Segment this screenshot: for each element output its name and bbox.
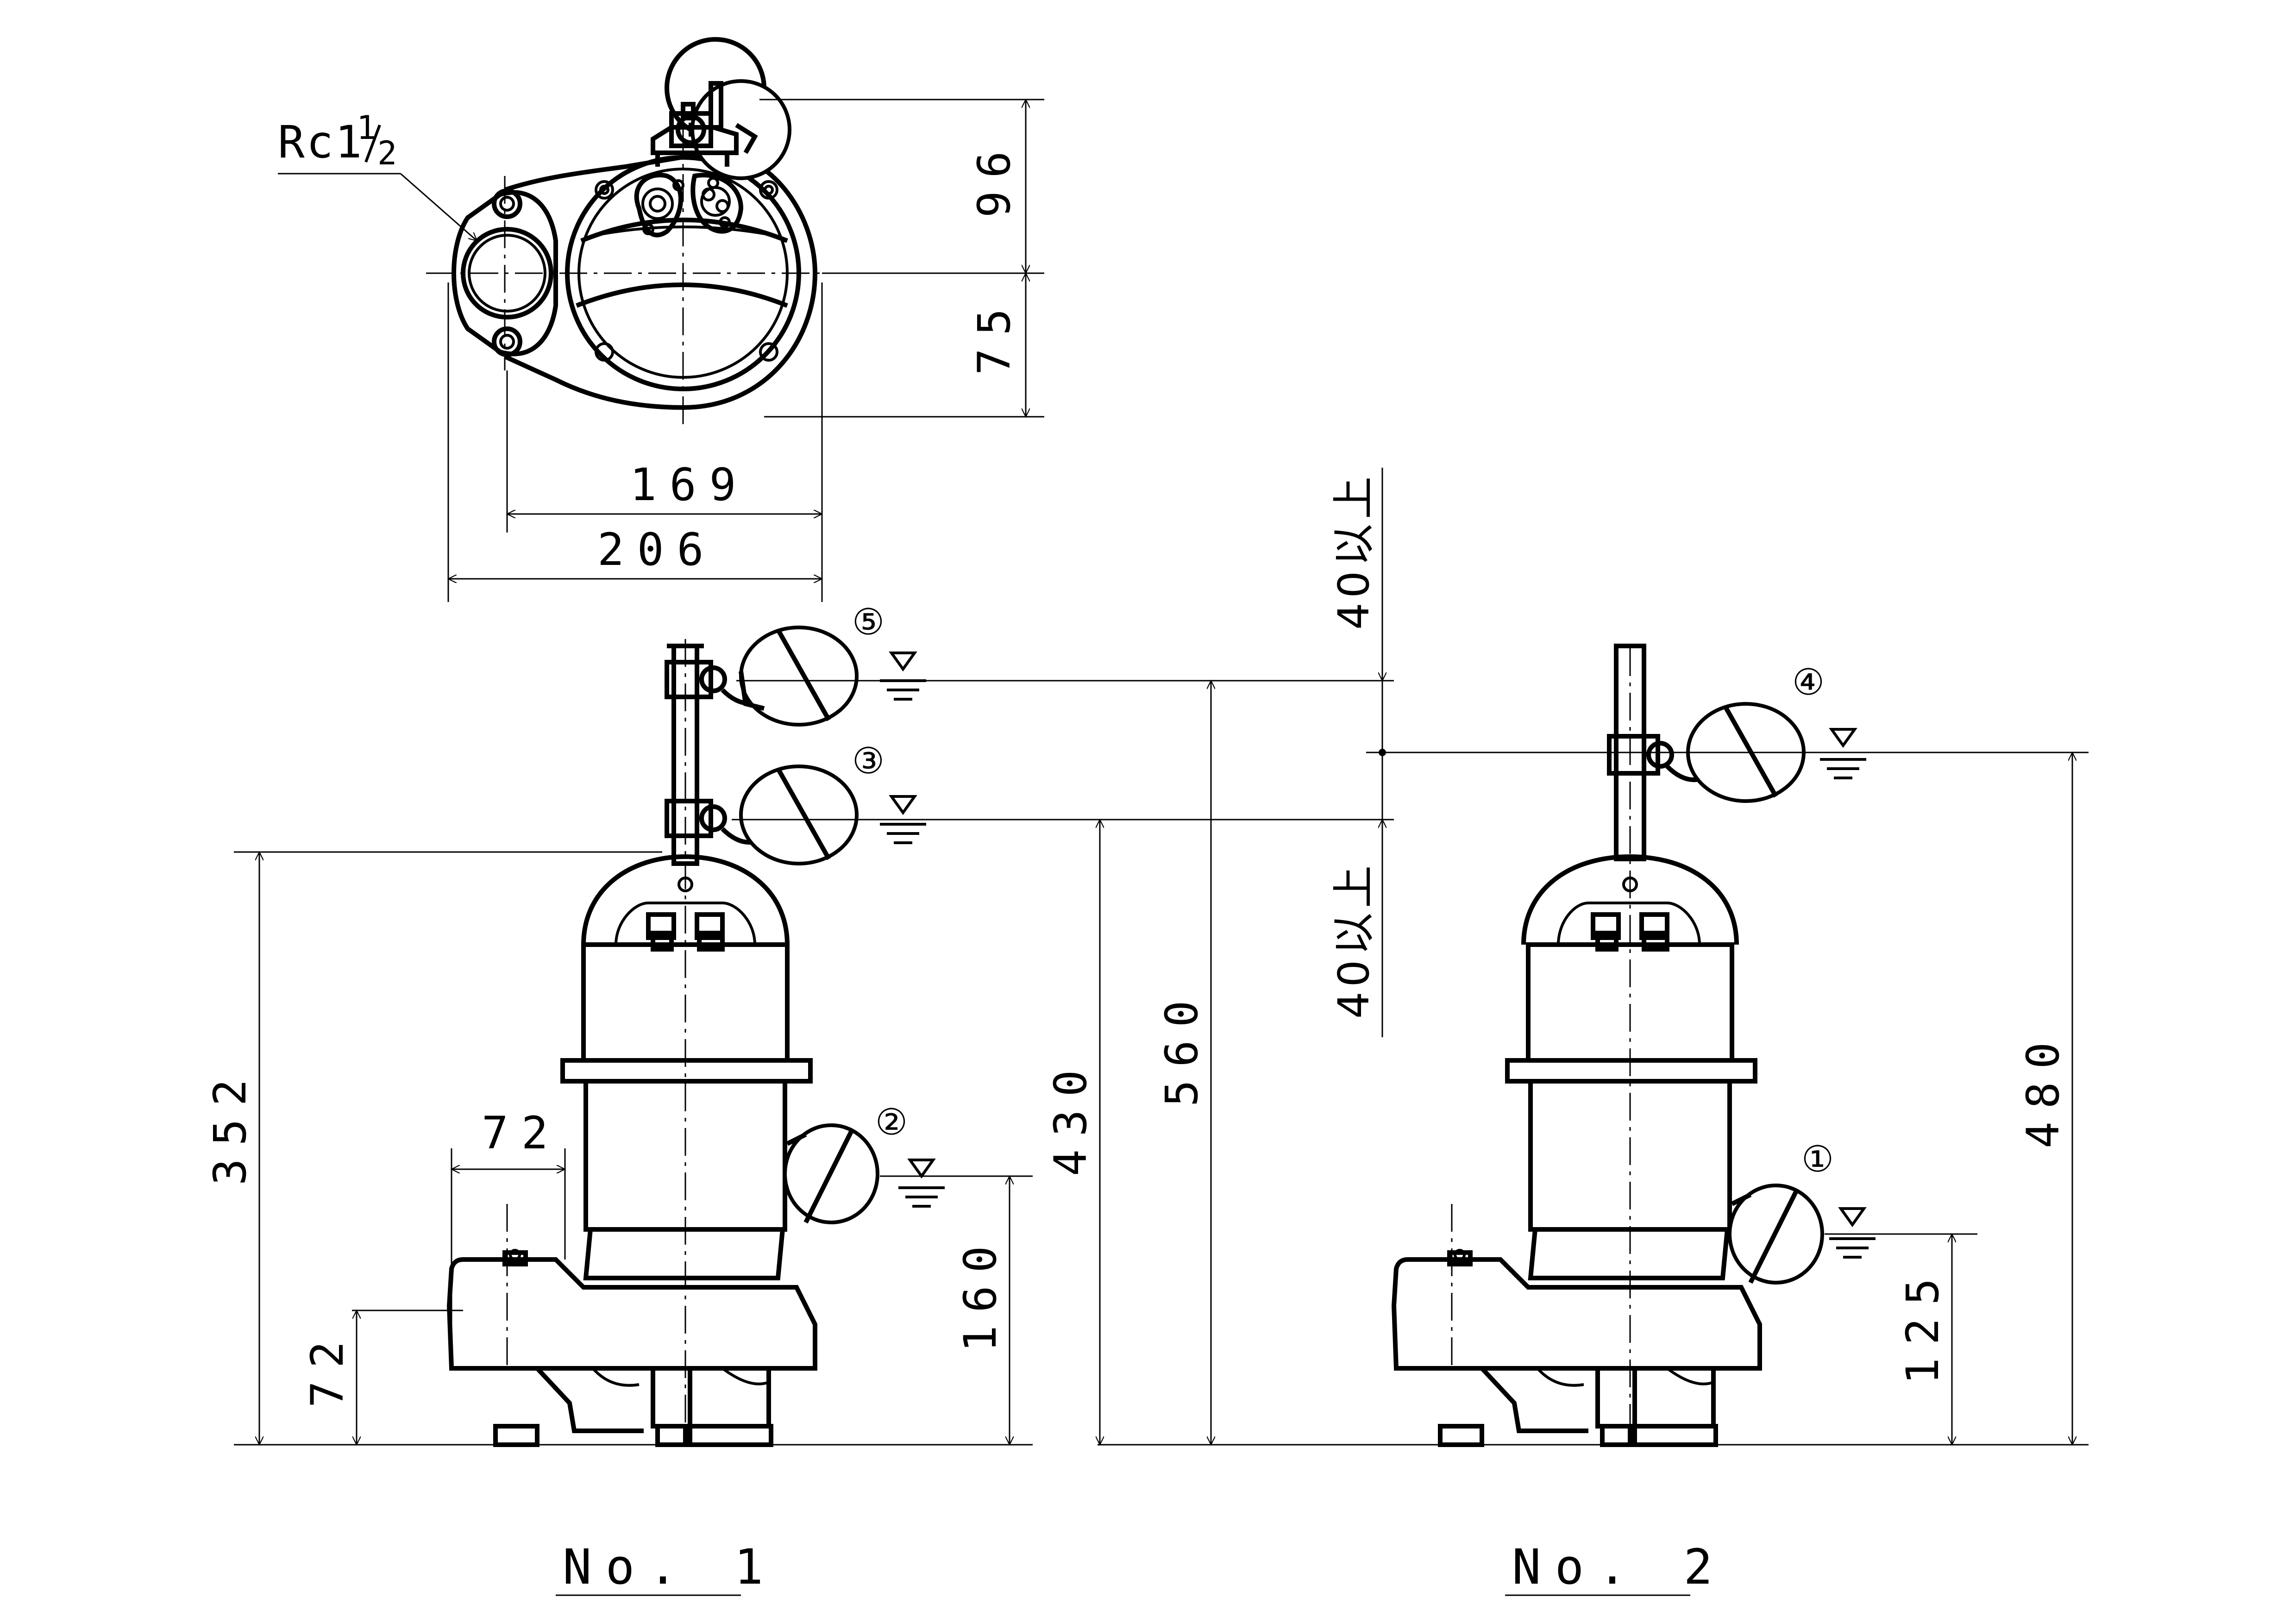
top-view: Rc1 1 2 96 75 169 206 — [278, 37, 1044, 602]
dim-no1-foot-height-72: 72 — [301, 1328, 353, 1408]
thread-fraction-denominator: 2 — [377, 134, 397, 172]
marker-label-2: ② — [875, 1102, 908, 1143]
dim-no2-480: 480 — [2017, 1029, 2069, 1148]
float-switch-1 — [1728, 1184, 1824, 1285]
water-level-marker-5: ⑤ — [852, 602, 926, 701]
dim-no1-160: 160 — [954, 1233, 1006, 1352]
thread-size-label: Rc1 — [278, 116, 364, 168]
dim-top-75: 75 — [968, 295, 1020, 375]
pump-no2-view: 40以上 40以上 480 125 ④ ① No. 2 — [1098, 468, 2089, 1596]
marker-label-4: ④ — [1792, 662, 1825, 703]
dim-no2-clearance-bottom: 40以上 — [1329, 861, 1379, 1019]
float-switch-2 — [783, 1123, 879, 1224]
water-level-marker-1: ① — [1801, 1139, 1876, 1259]
water-level-marker-2: ② — [875, 1102, 945, 1208]
marker-label-3: ③ — [852, 740, 885, 782]
dim-width-206: 206 — [597, 524, 716, 576]
dim-width-169: 169 — [630, 459, 749, 511]
no2-title: No. 2 — [1512, 1539, 1726, 1595]
dim-no2-clearance-top: 40以上 — [1329, 472, 1379, 630]
dim-top-96: 96 — [968, 138, 1020, 218]
dim-no1-560: 560 — [1156, 988, 1208, 1107]
float-switch-5 — [665, 626, 859, 727]
no1-title: No. 1 — [563, 1539, 777, 1595]
water-level-marker-3: ③ — [852, 740, 926, 844]
water-level-marker-4: ④ — [1792, 662, 1866, 779]
marker-label-5: ⑤ — [852, 602, 885, 643]
dim-no1-430: 430 — [1045, 1057, 1097, 1176]
pump-no1-view: 352 72 72 430 560 160 ⑤ ③ — [204, 602, 1394, 1596]
dim-no1-352: 352 — [204, 1066, 256, 1185]
dim-no1-foot-width-72: 72 — [482, 1107, 561, 1159]
marker-label-1: ① — [1801, 1139, 1834, 1180]
float-switch-3 — [665, 765, 859, 865]
dim-no2-125: 125 — [1897, 1266, 1949, 1385]
